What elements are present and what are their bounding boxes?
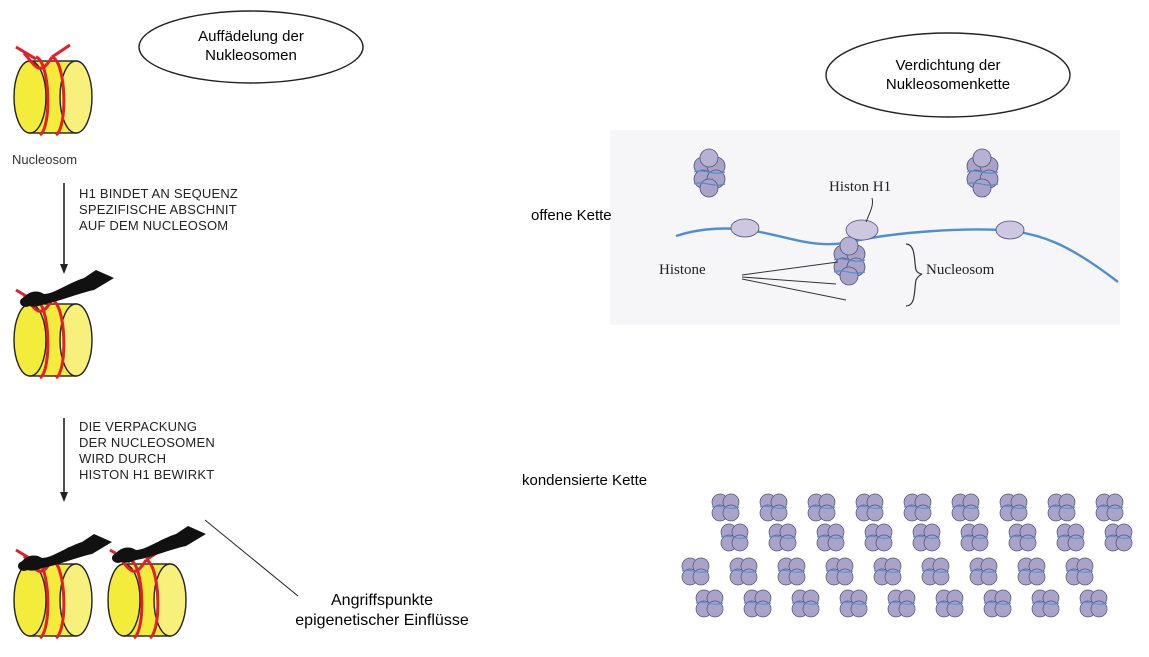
attack-points-pointer xyxy=(205,520,298,596)
condensed-nucleosome xyxy=(1048,494,1075,521)
condensed-nucleosome xyxy=(1000,494,1027,521)
open-chain xyxy=(610,130,1120,325)
condensed-nucleosome xyxy=(952,494,979,521)
condensed-nucleosome xyxy=(817,524,844,551)
step2-text: DIE VERPACKUNG DER NUCLEOSOMEN WIRD DURC… xyxy=(79,419,215,483)
condensed-nucleosome xyxy=(888,590,915,617)
condensed-nucleosome xyxy=(970,558,997,585)
condensed-nucleosome xyxy=(744,590,771,617)
nucleosome-pair xyxy=(14,526,206,638)
condensed-nucleosome xyxy=(769,524,796,551)
condensed-nucleosome xyxy=(1057,524,1084,551)
condensed-nucleosome xyxy=(922,558,949,585)
condensed-nucleosome xyxy=(721,524,748,551)
nucleosome-label: Nucleosom xyxy=(12,152,77,167)
nucleosom-label-right: Nucleosom xyxy=(926,262,994,279)
condensed-nucleosome xyxy=(1066,558,1093,585)
condensed-chain-label: kondensierte Kette xyxy=(522,472,647,489)
condensed-nucleosome xyxy=(913,524,940,551)
condensed-nucleosome xyxy=(826,558,853,585)
oval-title-right: Verdichtung der Nukleosomenkette xyxy=(828,56,1068,94)
condensed-nucleosome xyxy=(730,558,757,585)
condensed-nucleosome xyxy=(1096,494,1123,521)
attack-points-label: Angriffspunkte epigenetischer Einflüsse xyxy=(232,591,532,631)
oval-title-left: Auffädelung der Nukleosomen xyxy=(148,27,354,65)
condensed-nucleosome xyxy=(1018,558,1045,585)
condensed-nucleosome xyxy=(856,494,883,521)
step1-text: H1 BINDET AN SEQUENZ SPEZIFISCHE ABSCHNI… xyxy=(79,186,238,234)
histone-label: Histone xyxy=(659,262,706,279)
condensed-nucleosome xyxy=(1009,524,1036,551)
arrow-step2 xyxy=(60,418,68,502)
condensed-nucleosome xyxy=(778,558,805,585)
condensed-nucleosome xyxy=(961,524,988,551)
condensed-nucleosome xyxy=(682,558,709,585)
condensed-nucleosome xyxy=(984,590,1011,617)
condensed-nucleosome xyxy=(808,494,835,521)
condensed-nucleosome xyxy=(712,494,739,521)
nucleosome-top xyxy=(14,45,92,135)
condensed-nucleosome xyxy=(1080,590,1107,617)
condensed-nucleosome xyxy=(936,590,963,617)
condensed-nucleosome xyxy=(874,558,901,585)
condensed-nucleosome xyxy=(1032,590,1059,617)
condensed-chain xyxy=(682,494,1132,617)
histon-h1-label: Histon H1 xyxy=(829,179,891,196)
condensed-nucleosome xyxy=(865,524,892,551)
condensed-nucleosome xyxy=(1105,524,1132,551)
open-chain-label: offene Kette xyxy=(531,207,612,224)
nucleosome-with-h1 xyxy=(14,270,114,378)
condensed-nucleosome xyxy=(696,590,723,617)
condensed-nucleosome xyxy=(904,494,931,521)
condensed-nucleosome xyxy=(760,494,787,521)
arrow-step1 xyxy=(60,183,68,274)
condensed-nucleosome xyxy=(792,590,819,617)
condensed-nucleosome xyxy=(840,590,867,617)
